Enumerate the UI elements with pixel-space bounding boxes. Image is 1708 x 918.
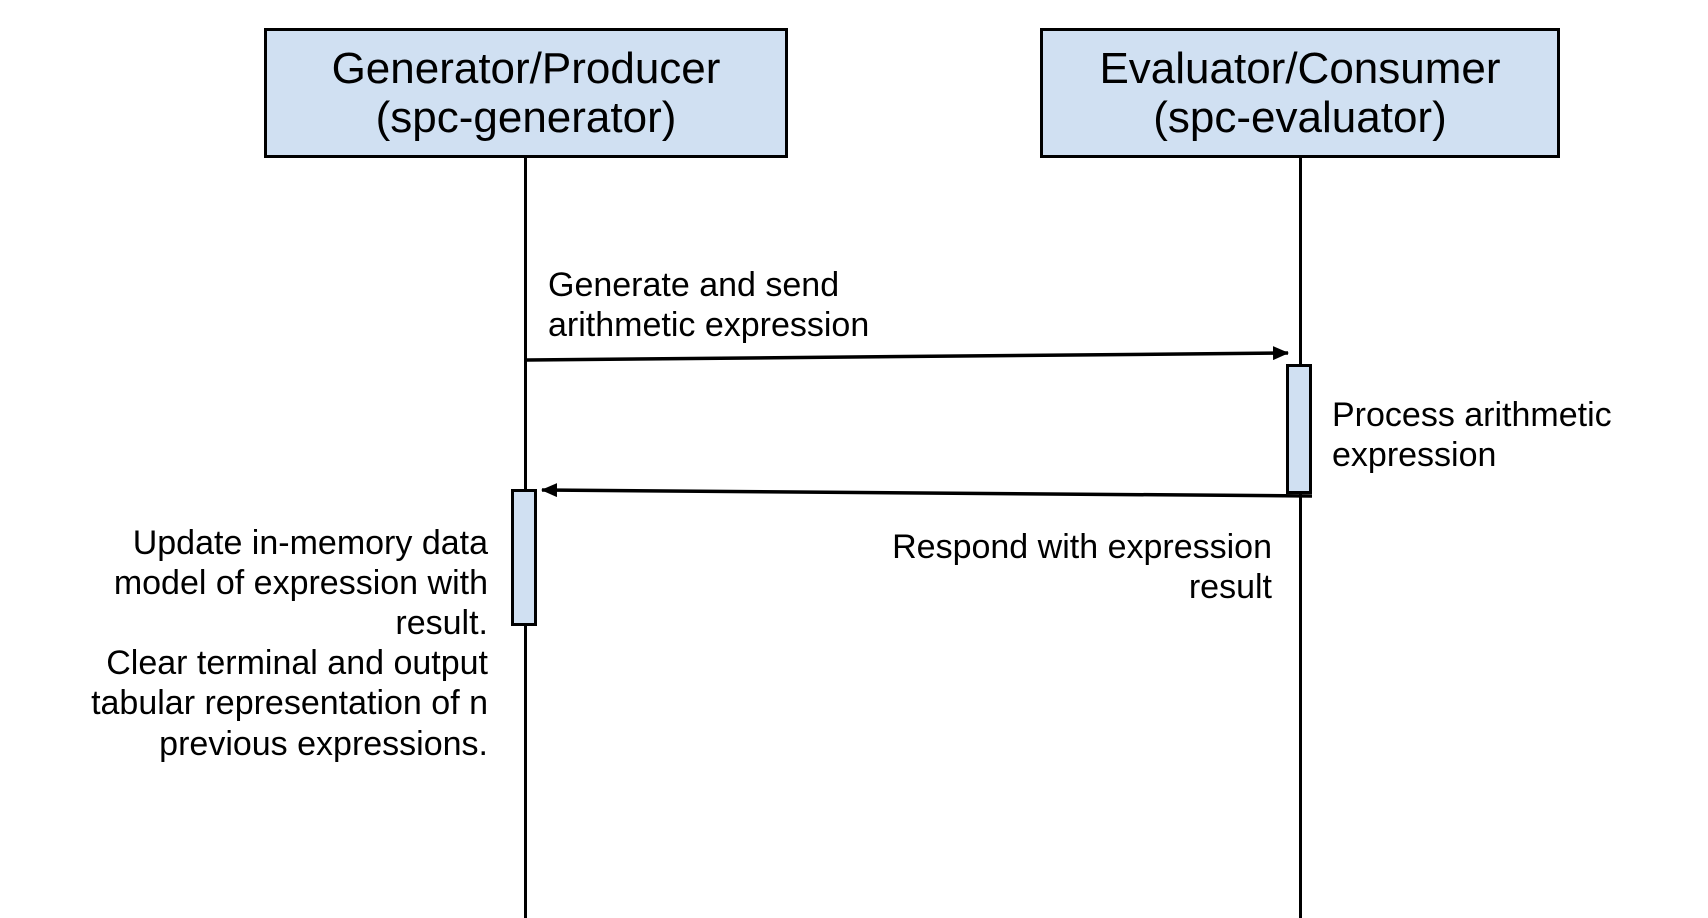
participant-name-generator: Generator/Producer <box>331 43 721 93</box>
participant-name-evaluator: Evaluator/Consumer <box>1099 43 1501 93</box>
participant-box-evaluator[interactable]: Evaluator/Consumer (spc-evaluator) <box>1040 28 1560 158</box>
message-label-response: Respond with expression result <box>892 528 1272 607</box>
activation-bar-generator <box>511 489 537 626</box>
message-arrow-request <box>526 346 1289 362</box>
message-label-request: Generate and send arithmetic expression <box>548 266 870 345</box>
participant-box-generator[interactable]: Generator/Producer (spc-generator) <box>264 28 788 158</box>
note-label-process: Process arithmetic expression <box>1332 396 1612 475</box>
activation-bar-evaluator <box>1286 364 1312 494</box>
participant-subtitle-generator: (spc-generator) <box>375 93 677 142</box>
note-label-update: Update in-memory data model of expressio… <box>91 524 488 763</box>
lifeline-evaluator <box>1299 158 1302 918</box>
message-arrow-response <box>541 483 1313 498</box>
participant-subtitle-evaluator: (spc-evaluator) <box>1153 93 1447 142</box>
